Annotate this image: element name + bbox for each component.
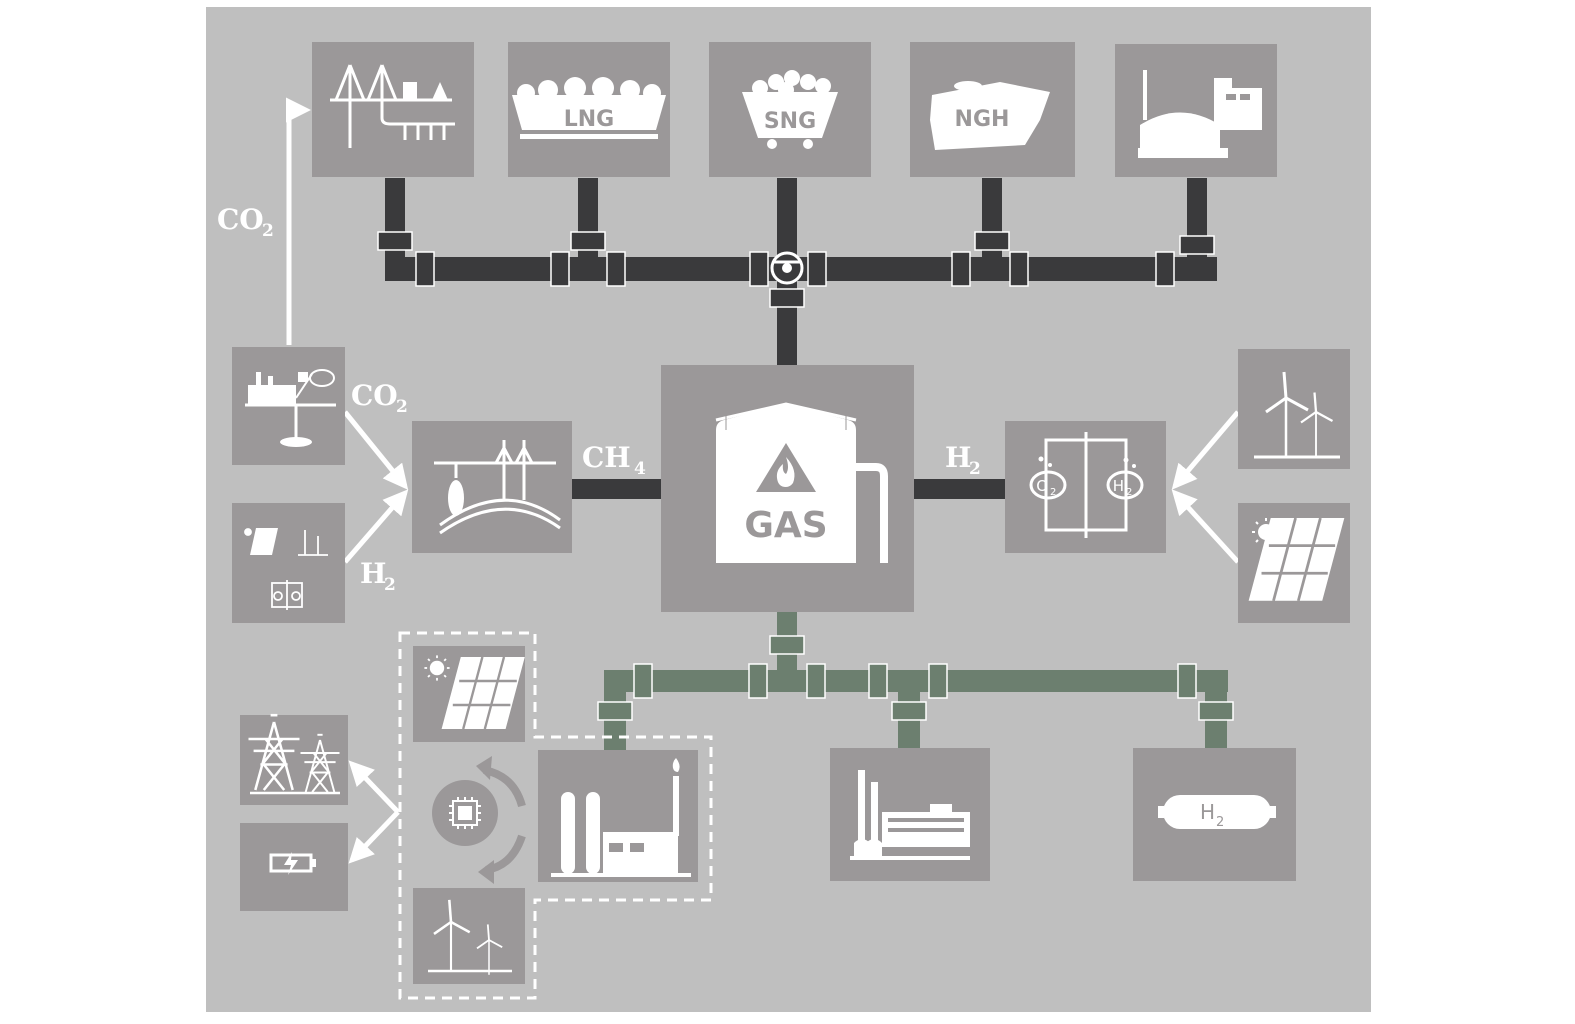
lng-ship-icon [512,77,666,139]
svg-text:H: H [360,557,386,590]
solar-box-right [1238,503,1350,623]
biogas-box [1115,44,1277,177]
label-ch4: CH 4 [582,441,646,479]
svg-text:CO: CO [351,379,398,412]
label-h2-right: H 2 [945,441,981,479]
green-pipe-network [597,612,1234,750]
hydrogen-tank-box: H 2 [1133,748,1296,881]
label-co2-top: CO 2 [217,203,274,241]
flame-warning-icon [756,443,816,492]
power-tower-box [240,713,348,805]
h2-tank-label-sub: 2 [1216,815,1224,830]
h2-tank-label: H [1200,800,1215,824]
hydrogen-tank-icon [1158,795,1276,829]
svg-text:2: 2 [969,459,981,479]
sng-label: SNG [764,109,816,134]
svg-text:2: 2 [262,221,274,241]
chip-icon [449,797,481,829]
power-plant-box [830,748,990,881]
sng-box: SNG [709,42,871,177]
svg-text:4: 4 [634,459,646,479]
electrolyzer-icon [1029,432,1144,538]
wind-turbine-icon [1254,370,1340,459]
sng-cart-icon [742,70,838,149]
wind-turbine-icon [428,898,512,976]
gas-label: GAS [744,505,827,546]
factory-box [232,347,345,465]
solar-box-bottom [413,646,526,742]
svg-text:CH: CH [582,441,631,474]
wind-box-bottom [413,888,525,984]
h2-symbol-sub: 2 [1126,487,1132,498]
lng-label: LNG [564,107,615,132]
h2-pipe [912,479,1005,499]
battery-box [240,823,348,911]
industrial-plant-box [538,750,698,882]
svg-text:H: H [945,441,971,474]
label-co2-left: CO 2 [351,379,408,417]
gas-well-box [312,42,474,177]
ngh-hydrate-icon [930,81,1050,150]
industrial-plant-icon [551,758,691,877]
svg-text:CO: CO [217,203,264,236]
microgrid-dashed-outline [398,631,713,1000]
ngh-label: NGH [955,107,1010,132]
battery-icon [269,852,316,875]
svg-text:2: 2 [396,397,408,417]
ch4-pipe [572,479,664,499]
renewables-icon [244,528,328,610]
underground-storage-icon [434,440,561,535]
o2-symbol-sub: 2 [1050,487,1056,498]
o2-symbol: O [1036,477,1048,495]
svg-text:2: 2 [384,575,396,595]
label-h2-left: H 2 [360,557,396,595]
renewables-box [232,503,345,623]
gas-well-icon [330,64,455,148]
controller-hub [432,756,526,884]
central-gas-box: GAS [661,365,914,612]
ngh-box: NGH [910,42,1075,177]
valve-icon [770,251,804,285]
factory-icon [245,369,336,447]
electrolyzer-box: O 2 H 2 [1005,421,1166,553]
cycle-arrows-icon [476,756,526,884]
flow-arrows [286,97,1240,864]
power-tower-icon [247,713,341,795]
biogas-plant-icon [1138,70,1262,158]
lng-box: LNG [508,42,670,177]
wind-box-right [1238,349,1350,469]
power-plant-icon [850,770,970,860]
underground-storage-box [412,421,572,553]
h2-symbol: H [1113,477,1124,495]
